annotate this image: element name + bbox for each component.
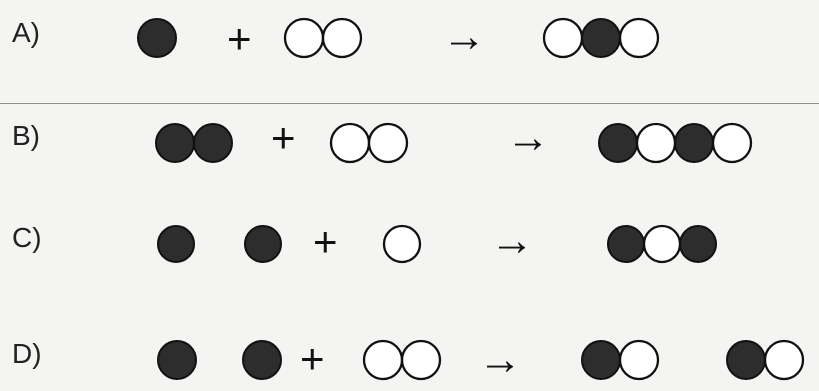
plus-sign-c: + <box>313 218 338 265</box>
filled-atom <box>157 340 197 380</box>
open-atom <box>618 339 660 381</box>
open-atom <box>763 339 805 381</box>
plus-sign-a: + <box>227 15 252 62</box>
filled-atom <box>607 225 645 263</box>
filled-atom <box>137 18 177 58</box>
arrow-b: → <box>506 113 550 162</box>
filled-atom <box>244 225 282 263</box>
arrow-c: → <box>490 216 534 265</box>
filled-atom <box>581 18 621 58</box>
open-atom <box>362 339 404 381</box>
open-atom <box>283 17 325 59</box>
open-atom <box>329 122 371 164</box>
filled-atom <box>155 123 195 163</box>
arrow-a: → <box>442 12 486 61</box>
filled-atom <box>726 340 766 380</box>
open-atom <box>711 122 753 164</box>
divider-line <box>0 103 819 104</box>
plus-sign-d: + <box>300 335 325 382</box>
arrow-d: → <box>478 335 522 384</box>
filled-atom <box>157 225 195 263</box>
option-label-a: A) <box>12 17 40 48</box>
filled-atom <box>674 123 714 163</box>
filled-atom <box>581 340 621 380</box>
open-atom <box>367 122 409 164</box>
option-label-d: D) <box>12 338 42 369</box>
open-atom <box>642 224 682 264</box>
plus-sign-b: + <box>271 114 296 161</box>
open-atom <box>635 122 677 164</box>
option-label-b: B) <box>12 120 40 151</box>
open-atom <box>382 224 422 264</box>
option-label-c: C) <box>12 222 42 253</box>
filled-atom <box>242 340 282 380</box>
filled-atom <box>193 123 233 163</box>
filled-atom <box>679 225 717 263</box>
open-atom <box>400 339 442 381</box>
filled-atom <box>598 123 638 163</box>
open-atom <box>618 17 660 59</box>
open-atom <box>321 17 363 59</box>
open-atom <box>542 17 584 59</box>
